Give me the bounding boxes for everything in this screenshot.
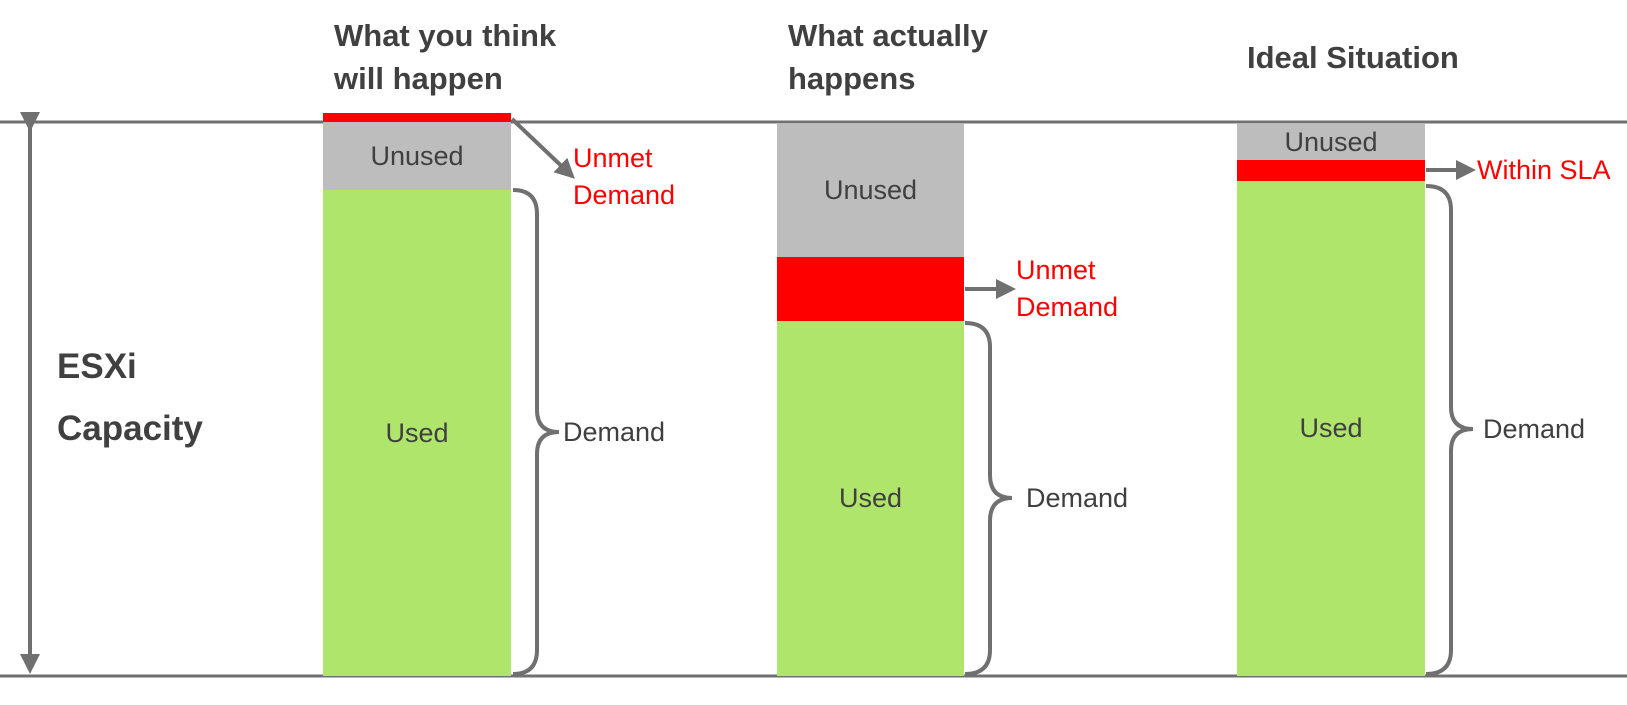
column2-demand-brace xyxy=(964,321,1013,676)
column2-unmet-segment xyxy=(777,257,964,321)
column3-demand-brace xyxy=(1425,184,1474,676)
column1-heading: What you think will happen xyxy=(334,14,556,100)
column2-heading-line2: happens xyxy=(788,61,916,96)
side-label-line2: Capacity xyxy=(57,409,203,448)
column2-note-line1: Unmet xyxy=(1016,255,1096,285)
column2-heading-line1: What actually xyxy=(788,18,988,53)
column1-used-segment: Used xyxy=(323,190,511,676)
esxi-capacity-label: ESXi Capacity xyxy=(57,336,203,460)
side-label-line1: ESXi xyxy=(57,347,137,386)
column2-heading: What actually happens xyxy=(788,14,988,100)
column1-demand-brace xyxy=(512,188,560,676)
column3-heading: Ideal Situation xyxy=(1247,36,1459,79)
column2-unused-segment: Unused xyxy=(777,124,964,257)
column3-sla-note: Within SLA xyxy=(1477,152,1611,189)
column3-demand-label: Demand xyxy=(1483,414,1586,444)
column1-heading-line2: will happen xyxy=(334,61,503,96)
column2-used-segment: Used xyxy=(777,321,964,676)
column1-used-label: Used xyxy=(385,417,449,448)
column3-sla-segment xyxy=(1237,160,1425,181)
column3-unused-label: Unused xyxy=(1284,126,1378,157)
column1-note-line2: Demand xyxy=(573,180,676,210)
column1-unmet-note: Unmet Demand xyxy=(573,140,675,214)
column1-unused-segment: Unused xyxy=(323,122,511,190)
column2-used-label: Used xyxy=(838,483,903,513)
column1-unmet-arrow xyxy=(510,117,575,179)
column3-used-segment: Used xyxy=(1237,181,1425,676)
column1-unused-label: Unused xyxy=(370,140,464,171)
column2-unmet-note: Unmet Demand xyxy=(1016,252,1118,326)
column3-heading-line1: Ideal Situation xyxy=(1247,40,1459,75)
column1-unmet-segment xyxy=(323,113,511,122)
column3-used-label: Used xyxy=(1299,413,1363,443)
column1-demand-label: Demand xyxy=(563,417,666,447)
column2-note-line2: Demand xyxy=(1016,292,1119,322)
column2-demand-label: Demand xyxy=(1026,483,1129,513)
column3-unused-segment: Unused xyxy=(1237,124,1425,160)
column1-heading-line1: What you think xyxy=(334,18,557,53)
column2-unused-label: Unused xyxy=(823,175,918,205)
column3-note-line1: Within SLA xyxy=(1477,155,1611,185)
column1-note-line1: Unmet xyxy=(573,143,653,173)
